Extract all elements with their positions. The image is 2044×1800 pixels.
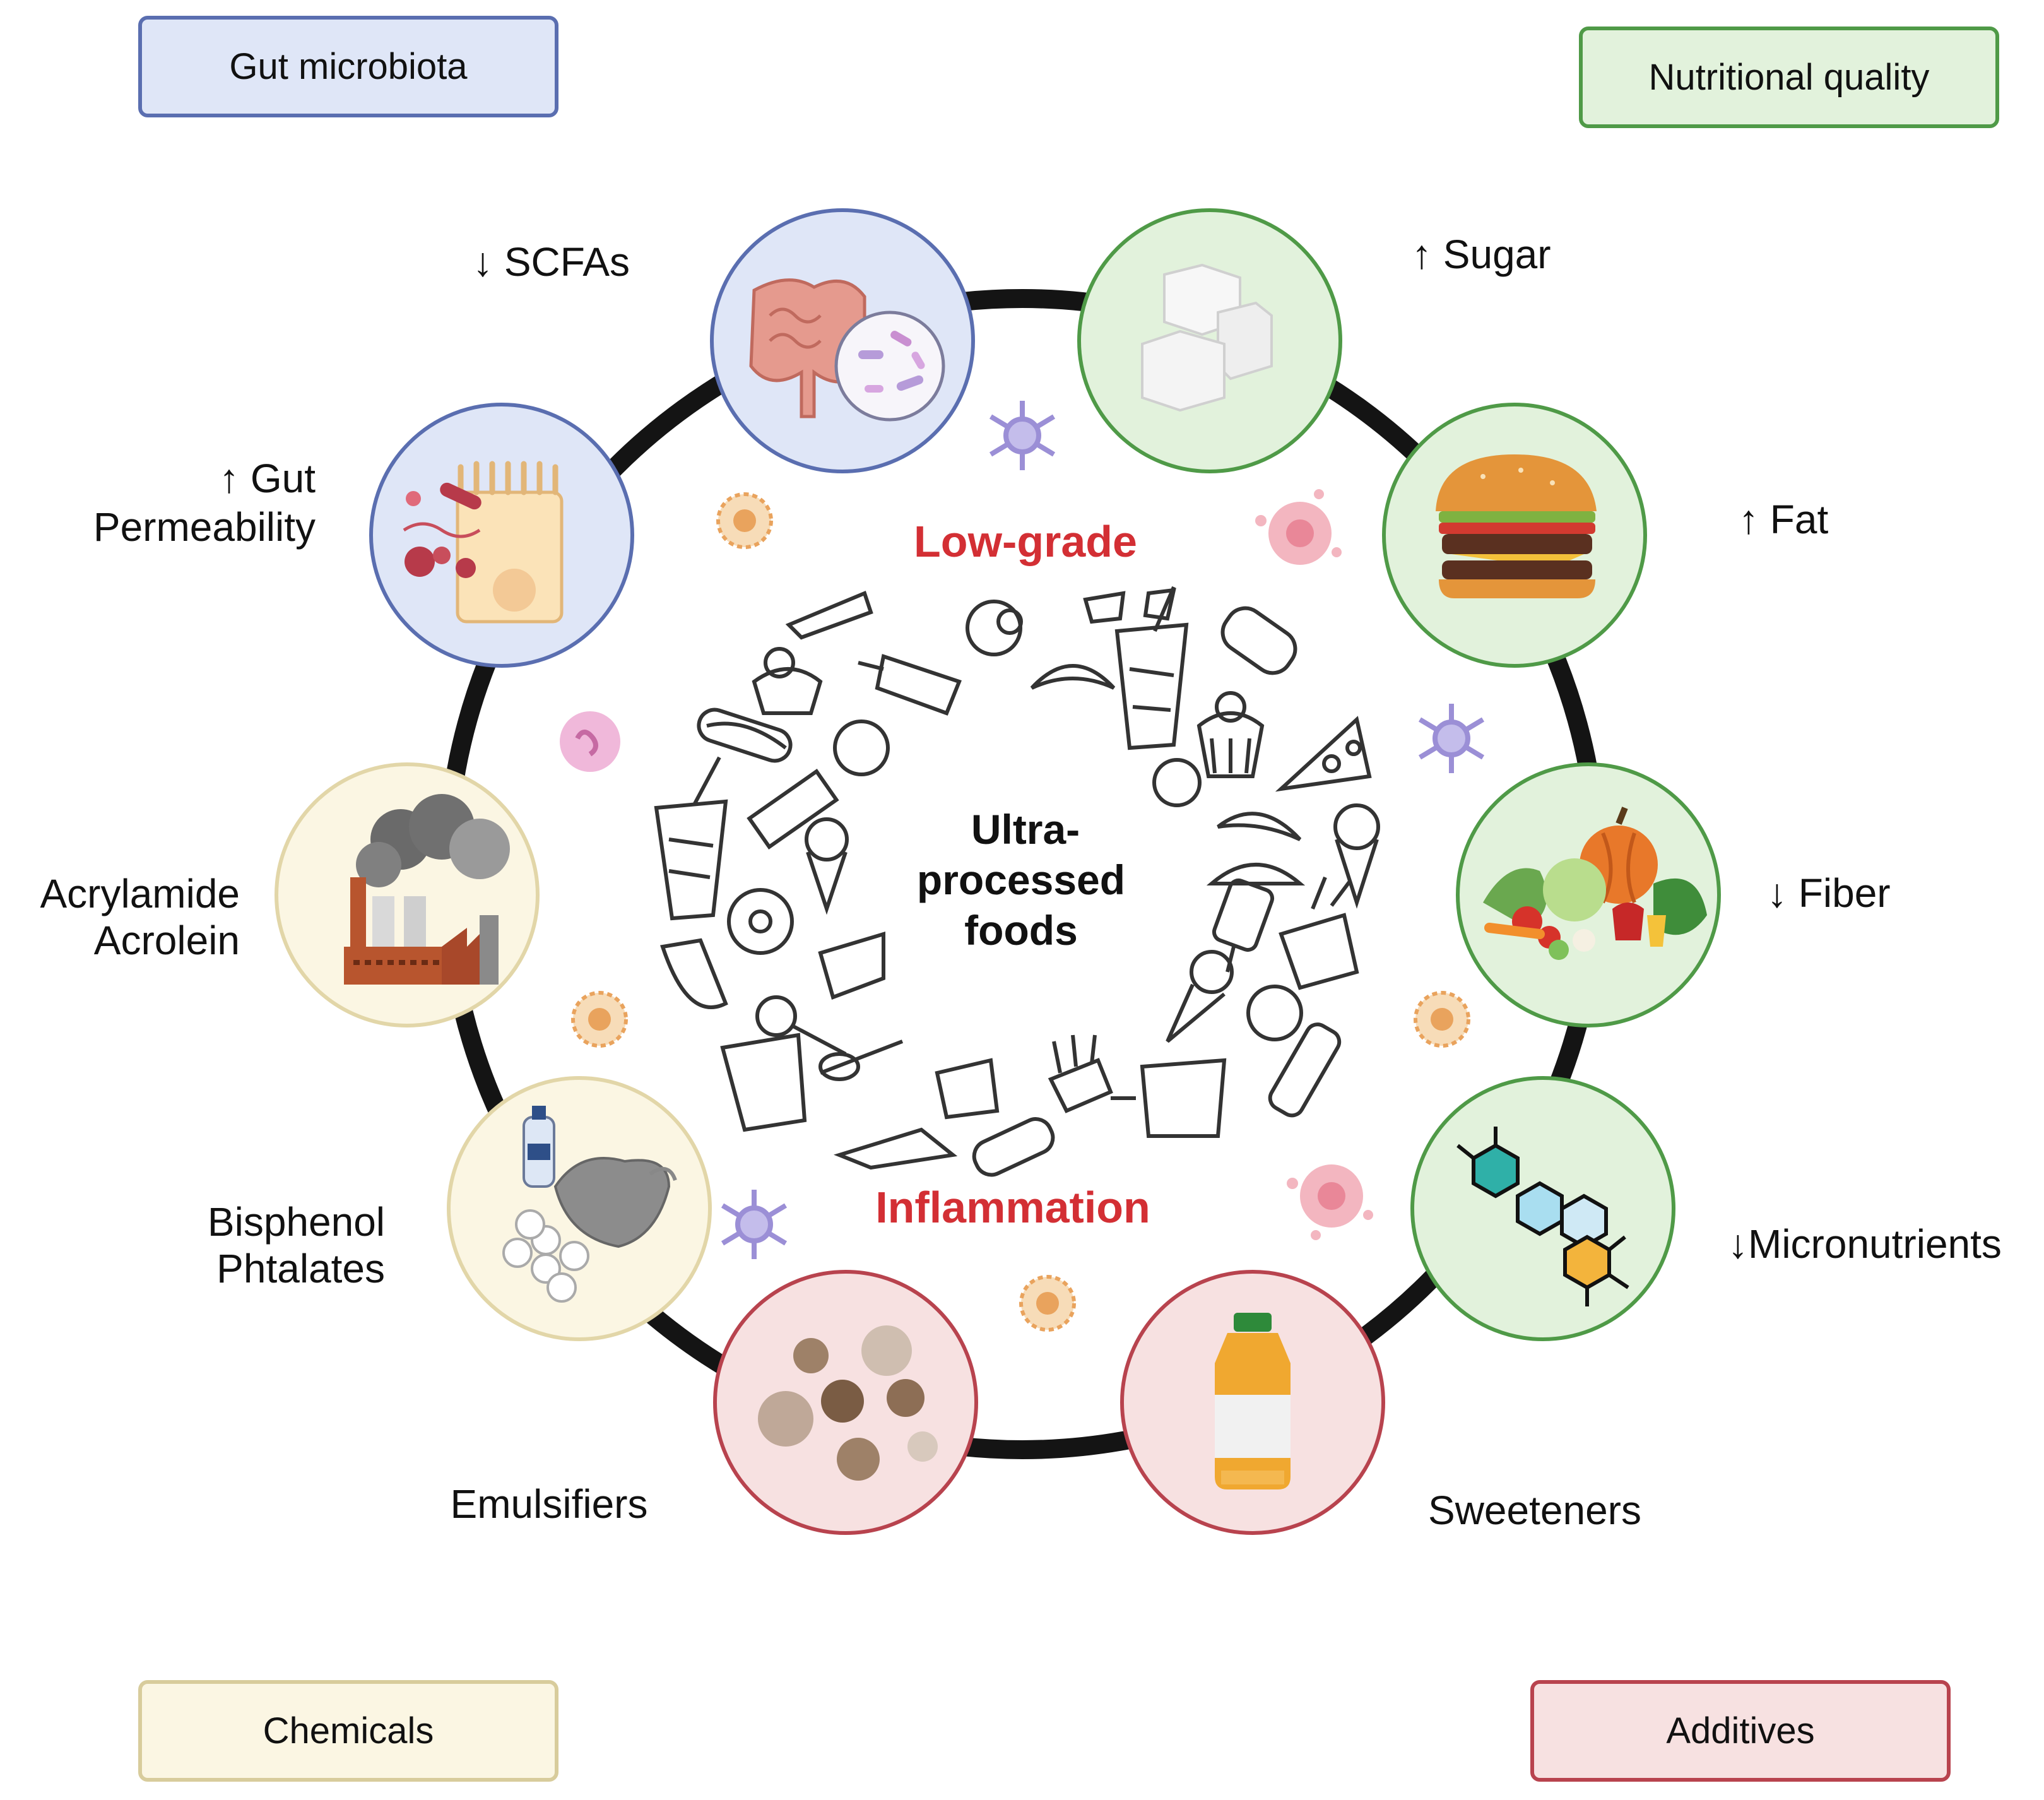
factory-smoke-icon <box>344 794 510 985</box>
label-scfas: ↓ SCFAs <box>473 239 630 285</box>
noodle-box-icon <box>1279 876 1359 990</box>
label-gut-permeability-1: ↑ Gut <box>219 456 316 501</box>
plastic-waste-icon <box>502 1106 677 1303</box>
mast-cell-icon <box>1287 1164 1373 1240</box>
burrito-icon <box>972 1117 1055 1177</box>
cupcake-icon <box>752 647 823 715</box>
legend-nutritional-quality: Nutritional quality <box>1579 27 1999 128</box>
coffee-cup-icon <box>935 1058 1000 1120</box>
node-gut-epithelium <box>369 403 634 668</box>
burrito-icon <box>1220 606 1297 675</box>
center-title-line1: Ultra- <box>971 806 1080 853</box>
fries-icon <box>1048 1034 1113 1113</box>
pastry-icon <box>1083 588 1176 624</box>
legend-gut-microbiota: Gut microbiota <box>138 16 558 117</box>
pretzel-icon <box>966 600 1023 656</box>
ice-cream-icon <box>1166 950 1234 1043</box>
label-emulsifiers: Emulsifiers <box>451 1481 648 1527</box>
legend-additives-label: Additives <box>1666 1710 1814 1751</box>
cookie-icon <box>833 719 890 776</box>
legend-additives: Additives <box>1530 1680 1951 1782</box>
sauce-bottle-icon <box>1268 1022 1342 1118</box>
node-fat <box>1382 403 1647 668</box>
pizza-slice-icon <box>1275 716 1372 792</box>
label-micronutrients: ↓Micronutrients <box>1728 1221 2002 1267</box>
label-phtalates: Phtalates <box>216 1246 385 1291</box>
cone-icon <box>833 1127 958 1170</box>
cookie-icon <box>1152 758 1202 807</box>
cheese-icon <box>818 931 885 1000</box>
center-label-top: Low-grade <box>914 517 1137 566</box>
food-doodles <box>654 586 1380 1177</box>
intestine-bacteria-icon <box>749 278 945 422</box>
dendritic-cell-icon <box>989 401 1056 470</box>
immune-cells <box>560 401 1485 1332</box>
soda-cup-icon <box>858 654 962 716</box>
dendritic-cell-icon <box>1418 704 1485 773</box>
juice-bottle-icon <box>1215 1313 1291 1489</box>
dendritic-cell-icon <box>721 1190 788 1259</box>
hot-dog-icon <box>697 708 793 763</box>
label-fiber: ↓ Fiber <box>1767 870 1891 916</box>
taco-icon <box>660 938 728 1009</box>
soda-cup-icon <box>1114 586 1189 750</box>
popsicle-icon <box>1212 878 1275 973</box>
node-sweeteners <box>1120 1270 1385 1535</box>
chocolate-bar-icon <box>747 769 839 850</box>
ice-cream-icon <box>1333 803 1380 909</box>
node-intestine <box>710 208 975 473</box>
lollipop-icon <box>755 995 847 1056</box>
milkshake-icon <box>720 1033 807 1132</box>
molecule-icon <box>1456 1127 1629 1306</box>
node-emulsifiers <box>713 1270 978 1535</box>
salad-bowl-icon <box>1246 985 1303 1041</box>
macrophage-icon <box>1414 991 1470 1048</box>
label-sugar: ↑ Sugar <box>1412 232 1551 277</box>
mast-cell-icon <box>1255 489 1342 565</box>
center-label-bottom: Inflammation <box>875 1183 1150 1232</box>
taco-icon <box>1206 863 1306 885</box>
node-sugar <box>1077 208 1342 473</box>
croissant-icon <box>1217 812 1302 841</box>
vegetables-icon <box>1483 807 1707 960</box>
burger-icon <box>1436 454 1597 598</box>
label-fat: ↑ Fat <box>1739 497 1828 542</box>
legend-chemicals: Chemicals <box>138 1680 558 1782</box>
legend-chemicals-label: Chemicals <box>263 1710 434 1751</box>
label-acrylamide: Acrylamide <box>40 871 240 916</box>
croissant-icon <box>1030 664 1116 690</box>
cupcake-icon <box>1196 691 1265 778</box>
macrophage-icon <box>716 492 773 549</box>
label-acrolein: Acrolein <box>94 918 240 963</box>
legend-nutritional-quality-label: Nutritional quality <box>1649 57 1930 98</box>
gut-epithelium-icon <box>403 461 564 624</box>
node-fiber <box>1456 762 1721 1027</box>
pizza-slice-icon <box>785 590 873 640</box>
sugar-cubes-icon <box>1141 263 1273 412</box>
emulsion-droplets-icon <box>758 1325 938 1481</box>
donut-icon <box>727 888 794 955</box>
ice-cream-icon <box>805 817 849 915</box>
label-sweeteners: Sweeteners <box>1428 1488 1641 1533</box>
soda-cup-icon <box>654 756 728 921</box>
label-bisphenol: Bisphenol <box>208 1199 385 1245</box>
center-title-line2: processed <box>917 856 1125 903</box>
macrophage-icon <box>1019 1275 1076 1332</box>
legend-gut-microbiota-label: Gut microbiota <box>229 46 468 87</box>
node-factory <box>275 762 540 1027</box>
macrophage-icon <box>571 991 628 1048</box>
milkshake-icon <box>1111 1058 1227 1138</box>
neutrophil-icon <box>560 711 620 772</box>
node-micronutrients <box>1410 1076 1675 1341</box>
skewer-icon <box>818 1039 904 1081</box>
center-title-line3: foods <box>964 907 1078 954</box>
label-gut-permeability-2: Permeability <box>93 504 316 550</box>
node-plastic <box>447 1076 712 1341</box>
